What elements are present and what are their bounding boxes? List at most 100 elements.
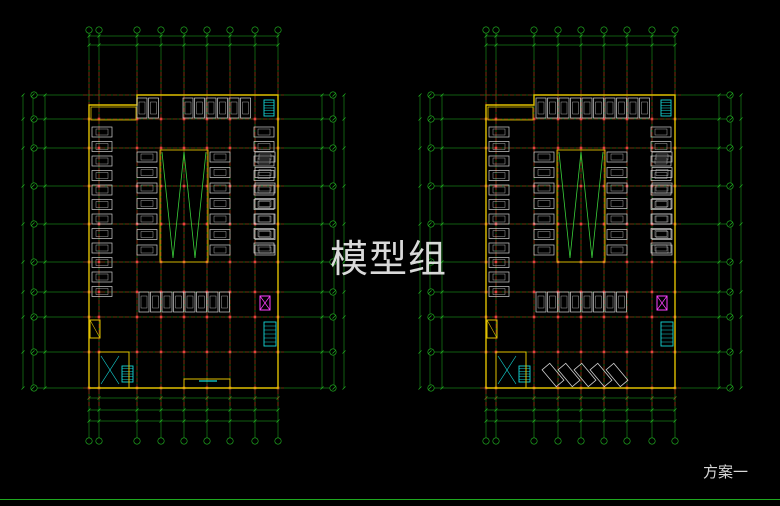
dimension-tick <box>205 419 209 423</box>
structural-column <box>159 222 163 226</box>
car-symbol <box>95 288 109 295</box>
car-symbol <box>95 186 109 194</box>
parking-space-bottom-row <box>184 291 196 313</box>
dimension-tick <box>320 222 324 226</box>
car-symbol <box>95 143 109 150</box>
parking-space-inner <box>254 244 276 256</box>
car-symbol <box>549 295 556 309</box>
axis-bubble <box>671 26 679 34</box>
dimension-tick <box>43 93 47 97</box>
axis-bubble <box>85 26 93 34</box>
dimension-tick <box>440 290 444 294</box>
dimension-tick <box>276 34 280 38</box>
parking-space-inner <box>209 167 231 178</box>
dimension-tick <box>428 117 432 121</box>
dimension-tick <box>579 34 583 38</box>
structural-column <box>625 146 629 150</box>
structural-column <box>602 146 606 150</box>
dimension-tick <box>729 260 733 264</box>
axis-bubble <box>329 348 337 356</box>
structural-column <box>253 146 257 150</box>
car-symbol <box>95 215 109 223</box>
axis-bubble <box>203 26 211 34</box>
parking-space-top <box>547 97 558 119</box>
structural-column <box>97 290 101 294</box>
parking-space-bottom-row <box>558 291 570 313</box>
car-symbol <box>258 200 272 207</box>
dimension-tick <box>650 43 654 47</box>
axis-bubble <box>329 182 337 190</box>
axis-bubble <box>274 437 282 445</box>
car-symbol <box>140 231 154 238</box>
dimension-tick <box>729 93 733 97</box>
dimension-tick <box>494 419 498 423</box>
axis-bubble <box>180 26 188 34</box>
floor-plan-left <box>21 26 346 445</box>
dimension-tick <box>717 222 721 226</box>
dimension-tick <box>31 146 35 150</box>
axis-bubble <box>648 26 656 34</box>
car-symbol <box>572 101 579 115</box>
parking-space-inner <box>651 213 673 225</box>
axis-bubble <box>530 437 538 445</box>
parking-space-left <box>488 155 510 167</box>
axis-bubble <box>482 437 490 445</box>
structural-column <box>532 350 536 354</box>
dimension-tick <box>21 315 25 319</box>
car-symbol <box>537 295 545 309</box>
car-symbol <box>537 101 545 115</box>
axis-bubble <box>726 288 734 296</box>
structural-column <box>182 315 186 319</box>
parking-space-left <box>488 141 510 152</box>
car-symbol <box>610 246 624 254</box>
structural-column <box>205 290 209 294</box>
dimension-tick <box>428 386 432 390</box>
dimension-tick <box>418 184 422 188</box>
structural-column <box>556 117 560 121</box>
structural-column <box>650 117 654 121</box>
car-symbol <box>618 101 625 115</box>
dimension-tick <box>418 350 422 354</box>
axis-bubble <box>329 288 337 296</box>
structural-column <box>135 290 139 294</box>
car-symbol <box>95 273 109 281</box>
axis-bubble <box>726 182 734 190</box>
parking-space-left <box>488 184 510 196</box>
car-symbol <box>213 153 227 161</box>
axis-bubble <box>623 437 631 445</box>
parking-space-left <box>488 228 510 239</box>
structural-column <box>494 146 498 150</box>
parking-space-inner <box>136 244 158 256</box>
dimension-tick <box>625 408 629 412</box>
structural-column <box>159 184 163 188</box>
axis-bubble <box>329 115 337 123</box>
car-symbol <box>258 215 272 223</box>
structural-column <box>182 184 186 188</box>
parking-space-inner <box>254 182 276 194</box>
dimension-tick <box>650 408 654 412</box>
dimension-tick <box>342 350 346 354</box>
parking-space-inner <box>651 151 673 163</box>
structural-column <box>182 290 186 294</box>
parking-space-inner <box>606 151 628 163</box>
dimension-tick <box>717 117 721 121</box>
axis-bubble <box>726 348 734 356</box>
dimension-tick <box>31 93 35 97</box>
dimension-tick <box>717 93 721 97</box>
entrance-room <box>90 106 137 121</box>
car-symbol <box>492 273 506 281</box>
axis-bubble <box>492 26 500 34</box>
dimension-tick <box>625 419 629 423</box>
structural-column <box>253 117 257 121</box>
axis-bubble <box>157 26 165 34</box>
parking-space-inner <box>606 229 628 240</box>
dimension-tick <box>579 408 583 412</box>
parking-space-inner <box>533 167 555 178</box>
equipment-room <box>89 319 101 339</box>
dimension-tick <box>31 222 35 226</box>
car-symbol <box>257 230 271 237</box>
parking-space-bottom-row <box>219 291 230 313</box>
parking-space-inner <box>606 167 628 178</box>
structural-column <box>159 315 163 319</box>
dimension-tick <box>31 315 35 319</box>
